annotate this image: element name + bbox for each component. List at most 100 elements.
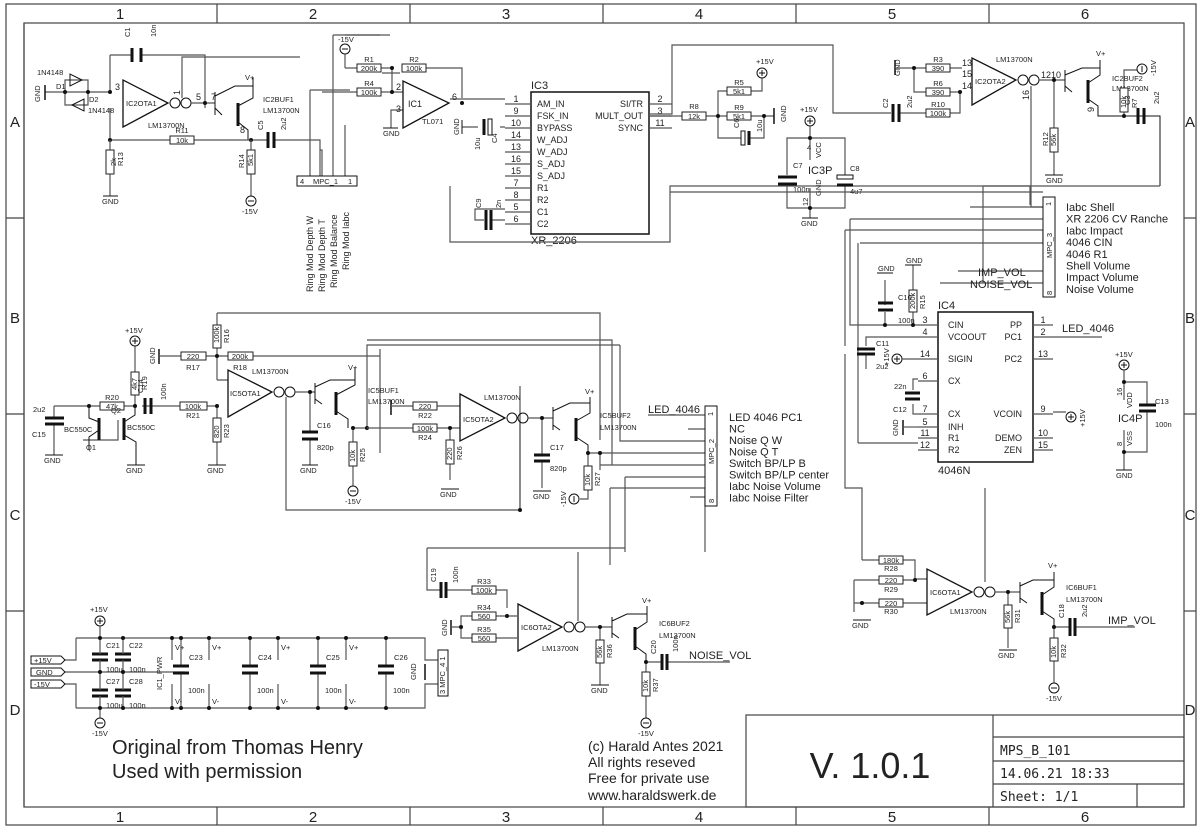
r7-value: 10k (1119, 96, 1128, 108)
r36-label: R36 (605, 644, 614, 658)
pin-name: R2 (948, 445, 960, 455)
ic4-part: 4046N (938, 465, 970, 477)
copyright-line: (c) Harald Antes 2021 (588, 738, 724, 754)
pin-number: 13 (511, 142, 521, 152)
pin-number: 15 (511, 166, 521, 176)
cap-value: 100n (257, 686, 274, 695)
ic6buf2-part: LM13700N (659, 631, 696, 640)
r24-value: 100k (417, 424, 434, 433)
attribution-line: Used with permission (112, 761, 302, 783)
mpc3-signal: Noise Volume (1066, 284, 1134, 296)
r34-value: 560 (478, 612, 491, 621)
pin-number: 8 (1115, 442, 1124, 446)
r17-value: 220 (187, 352, 200, 361)
mpc2-signal: Switch BP/LP B (729, 458, 806, 470)
ic4-label: IC4 (938, 300, 955, 312)
mpc1-label: MPC_1 (313, 177, 338, 186)
pin-number: 6 (922, 371, 927, 381)
pin-name: C1 (537, 207, 549, 217)
vplus-label: V+ (1048, 561, 1058, 570)
c5-value: 2u2 (279, 117, 288, 130)
r1-label: R1 (364, 55, 374, 64)
mpc3-signal: Iabc Shell (1066, 202, 1114, 214)
r8-label: R8 (689, 102, 699, 111)
pin-number: 1 (172, 90, 182, 95)
sheet-number: Sheet: 1/1 (1000, 790, 1078, 805)
r30-value: 220 (885, 599, 898, 608)
c12-label: C12 (893, 405, 907, 414)
q1-part: BC550C (64, 425, 93, 434)
col-label: 4 (695, 809, 703, 826)
ic4p-label: IC4P (1118, 413, 1142, 425)
d1-part: 1N4148 (37, 68, 63, 77)
impact-vca-section: 180k R28 220 R29 220 R30 GND IC6OTA1 LM1… (852, 488, 1156, 703)
row-label: B (10, 310, 20, 327)
row-label: A (10, 114, 20, 131)
power-supply-section: +15V -15V +15V GND -15V C21100uC22100nC2… (30, 605, 449, 738)
c19-value: 100n (451, 566, 460, 583)
mpc2-signal: Switch BP/LP center (729, 470, 829, 482)
d2-label: D2 (89, 95, 99, 104)
cap-label: C28 (129, 677, 143, 686)
m15-label: -15V (92, 729, 108, 738)
pin-name: DEMO (995, 433, 1022, 443)
xr2206-output-section: 12k R8 5k1 R5 5k1 R9 +15V GND C6 10u (649, 44, 880, 146)
r28-value: 180k (883, 556, 900, 565)
r6-label: R6 (933, 79, 943, 88)
col-label: 2 (309, 809, 317, 826)
pin-name: R1 (948, 433, 960, 443)
vplus-label: V+ (281, 643, 291, 652)
gnd-label: GND (452, 118, 461, 135)
r1-value: 200k (361, 64, 378, 73)
m15-label: -15V (1046, 694, 1062, 703)
c8-label: C8 (850, 164, 860, 173)
copyright-line: All rights reseved (588, 754, 695, 770)
r4-value: 100k (361, 88, 378, 97)
pin-number: 8 (240, 125, 245, 135)
cap-label: C27 (106, 677, 120, 686)
r13-label: R13 (116, 152, 125, 166)
r9-value: 5k1 (733, 112, 745, 121)
pin-name: VCOOUT (948, 332, 987, 342)
pin-number: 16 (1021, 90, 1031, 100)
c6-value: 10u (755, 119, 764, 132)
pin-number: 5 (513, 202, 518, 212)
c12-value: 22n (894, 382, 907, 391)
pin-number: 4 (922, 327, 927, 337)
shell-ota-section: GND C2 2u2 390 R3 390 R6 100k R10 IC2OTA… (880, 49, 1161, 208)
r10-value: 100k (930, 109, 947, 118)
c3-value: 2u2 (1152, 91, 1161, 104)
pin-number: 3 (115, 82, 120, 92)
pin-number: 9 (513, 106, 518, 116)
m15-label: -15V (559, 491, 568, 507)
mpc3-signal: Impact Volume (1066, 272, 1139, 284)
pin-number: 4 (300, 177, 304, 186)
r19-label: R19 (140, 376, 149, 390)
c1-label: C1 (123, 27, 132, 37)
r19-value: 4k7 (130, 378, 139, 390)
mpc2-signal: Noise Q W (729, 435, 783, 447)
pin-number: 7 (513, 178, 518, 188)
r27-label: R27 (593, 472, 602, 486)
pin-name: VSS (1125, 431, 1134, 446)
col-label: 3 (502, 6, 510, 23)
cap-value: 100n (129, 665, 146, 674)
c15-label: C15 (32, 430, 46, 439)
r22-value: 220 (419, 402, 432, 411)
c11-label: C11 (876, 339, 889, 348)
ic2ota2-label: IC2OTA2 (975, 77, 1006, 86)
frame-column-labels: 1 2 3 4 5 6 1 2 3 4 5 6 A B C D A B C D (10, 6, 1196, 826)
r17-label: R17 (186, 363, 200, 372)
r30-label: R30 (884, 607, 898, 616)
c9-label: C9 (474, 198, 483, 208)
gnd-label: GND (891, 419, 900, 436)
pin-number: 8 (513, 190, 518, 200)
gnd-label: GND (409, 663, 418, 680)
r21-label: R21 (186, 411, 200, 420)
ic6ota2-label: IC6OTA2 (521, 623, 552, 632)
r22-label: R22 (418, 411, 432, 420)
gnd-label: GND (893, 59, 902, 76)
pin-number: 8 (1045, 291, 1054, 295)
r11-label: R11 (175, 126, 188, 135)
